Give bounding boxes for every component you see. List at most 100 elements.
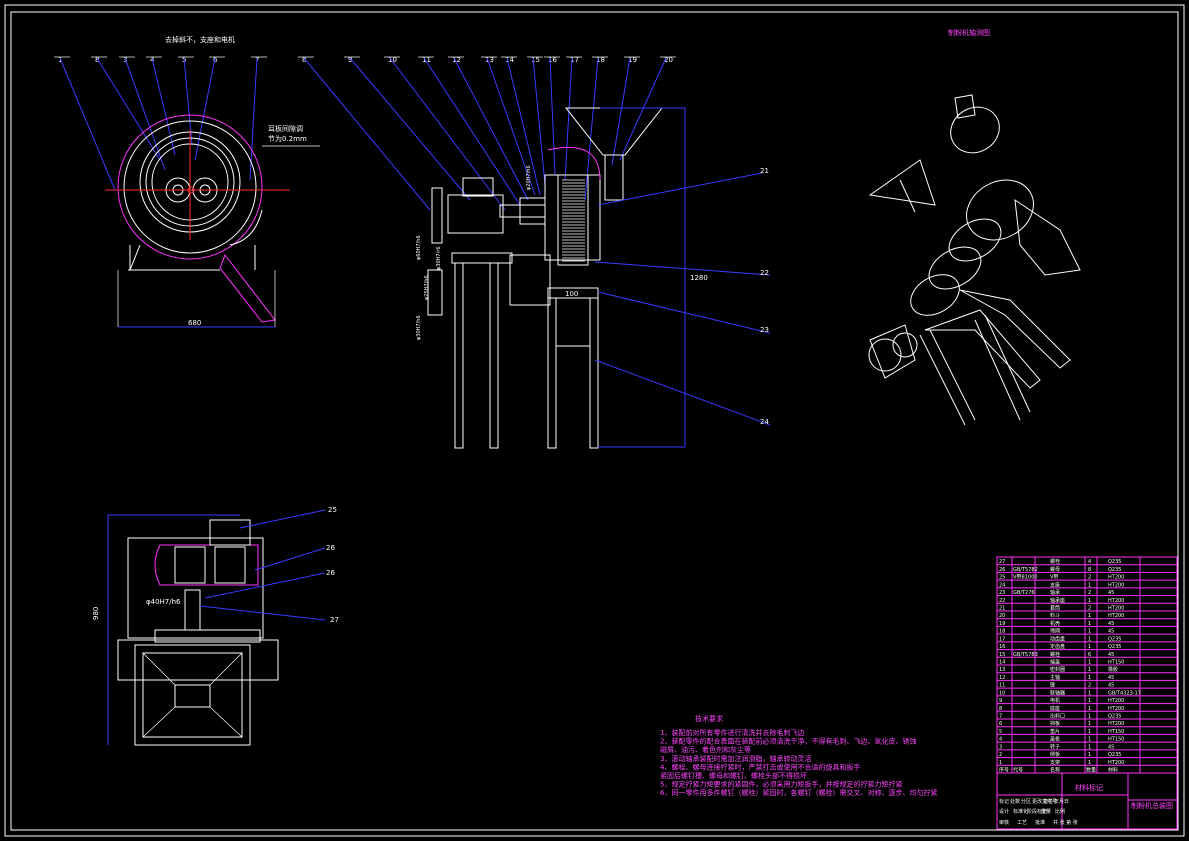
bom-cell: 橡胶 xyxy=(1108,666,1118,673)
bom-cell: 螺栓 xyxy=(1050,651,1060,658)
drawing-name: 制粉机总装图 xyxy=(1131,801,1173,810)
bom-cell: 底座 xyxy=(1050,705,1060,712)
bom-cell: 1 xyxy=(1088,706,1091,712)
bom-cell: GB/T4323-17 xyxy=(1108,690,1141,696)
tech-req-line: 紧固后螺钉槽、螺母和螺钉、螺栓头部不得损坏 xyxy=(660,771,807,780)
fit-side-3: φ30H7/r6 xyxy=(436,246,442,270)
bom-cell: HT200 xyxy=(1108,760,1124,766)
part-number-label: 8 xyxy=(302,56,306,64)
fit-plan: φ40H7/h6 xyxy=(146,598,181,606)
bom-cell: 12 xyxy=(999,675,1005,681)
bom-cell: 2 xyxy=(1088,683,1091,689)
bom-cell: 料斗 xyxy=(1050,612,1060,619)
bom-cell: 20 xyxy=(999,613,1005,619)
leader-lines xyxy=(54,56,676,211)
front-view: 680 耳板间隙调 节为0.2mm xyxy=(105,114,320,328)
bom-cell: Q235 xyxy=(1108,636,1121,642)
bom-header-cell: 序号 xyxy=(999,767,1009,774)
part-number-label: 20 xyxy=(664,56,673,64)
bom-cell: V带B1000 xyxy=(1013,575,1038,581)
part-number-label: 14 xyxy=(505,56,514,64)
technical-requirements: 技术要求 1、装配前对所有零件进行清洗并去除毛刺飞边2、装配零件的配合表面在装配… xyxy=(660,714,937,797)
bom-cell: 8 xyxy=(999,706,1002,712)
bom-cell: 轴承 xyxy=(1050,589,1060,596)
bom-cell: GB/T276 xyxy=(1013,590,1035,596)
bom-cell: 7 xyxy=(999,714,1002,720)
fit-side-1: φ30H7/h6 xyxy=(416,315,422,340)
bom-header-cell: 数量 xyxy=(1086,767,1096,774)
bom-cell: 1 xyxy=(1088,667,1091,673)
fit-side-5: φ20H7/h6 xyxy=(526,165,532,190)
bom-cell: 8 xyxy=(1088,567,1091,573)
bom-cell: 动齿盘 xyxy=(1050,635,1065,642)
bom-cell: 1 xyxy=(999,760,1002,766)
bom-cell: 1 xyxy=(1088,698,1091,704)
bom-cell: 1 xyxy=(1088,714,1091,720)
bom-cell: 24 xyxy=(999,582,1005,588)
part-number-label: 15 xyxy=(531,56,540,64)
bom-header-cell: 代号 xyxy=(1013,767,1023,774)
bom-cell: 1 xyxy=(1088,737,1091,743)
dim-side-height: 1280 xyxy=(690,274,708,282)
bom-cell: 机壳 xyxy=(1050,620,1060,627)
bom-cell: 1 xyxy=(1088,636,1091,642)
bom-cell: HT200 xyxy=(1108,706,1124,712)
bom-cell: Q235 xyxy=(1108,752,1121,758)
part-number-label: 10 xyxy=(388,56,397,64)
material-mark: 材料标记 xyxy=(1075,783,1103,792)
bom-cell: 轴承座 xyxy=(1050,597,1065,604)
part-23: 23 xyxy=(760,326,769,334)
bom-cell: 侧板 xyxy=(1050,751,1060,758)
bom-cell: 26 xyxy=(999,567,1005,573)
title-row-cell: 设计 xyxy=(999,808,1009,815)
bom-cell: 密封圈 xyxy=(1050,666,1065,673)
bom-cell: 1 xyxy=(1088,744,1091,750)
side-view: 1280 100 φ30H7/h6 φ25H7/h6 φ30H7/r6 φ60H… xyxy=(416,107,708,449)
part-number-label: 11 xyxy=(422,56,431,64)
bom-cell: 1 xyxy=(1088,582,1091,588)
bom-cell: HT200 xyxy=(1108,575,1124,581)
title-header-cell: 年月日 xyxy=(1054,798,1069,805)
bom-cell: 电机 xyxy=(1050,697,1060,704)
bom-cell: HT200 xyxy=(1108,606,1124,612)
part-25: 25 xyxy=(328,506,337,514)
bom-cell: 6 xyxy=(1088,652,1091,658)
isometric-view xyxy=(868,94,1081,426)
bom-cell: 端盖 xyxy=(1050,659,1060,666)
title-header-cell: 分区 xyxy=(1021,798,1031,805)
part-27: 27 xyxy=(330,616,339,624)
bom-cell: 10 xyxy=(999,690,1005,696)
part-number-label: 12 xyxy=(452,56,461,64)
title-row-cell: 比例 xyxy=(1055,808,1065,815)
bom-cell: 16 xyxy=(999,644,1005,650)
inner-frame xyxy=(10,11,1179,831)
bom-header-cell: 材料 xyxy=(1108,767,1118,774)
title-header-cell: 标记 xyxy=(999,798,1009,805)
top-note: 去掉斜不，支座和电机 xyxy=(165,35,235,44)
plan-view: 980 φ40H7/h6 25 26 26 27 xyxy=(92,506,339,746)
bom-cell: 15 xyxy=(999,652,1005,658)
bom-cell: GB/T5783 xyxy=(1013,652,1038,658)
tech-req-line: 2、装配零件的配合表面在装配前必须清洗干净，不得有毛刺、飞边、氧化皮、锈蚀 xyxy=(660,737,916,746)
bom-cell: 45 xyxy=(1108,652,1114,658)
bom-cell: 45 xyxy=(1108,683,1114,689)
bom-cell: HT200 xyxy=(1108,721,1124,727)
bom-cell: 3 xyxy=(999,744,1002,750)
bom-cell: 盖板 xyxy=(1050,736,1060,743)
right-callouts: 21 22 23 24 xyxy=(594,167,771,426)
bom-cell: 13 xyxy=(999,667,1005,673)
title-row-cell: 阶段标记 xyxy=(1027,808,1047,815)
title-header-cell: 更改文件号 xyxy=(1032,798,1057,805)
part-number-label: 18 xyxy=(596,56,605,64)
bom-cell: 挡板 xyxy=(1050,720,1060,727)
tech-req-line: 1、装配前对所有零件进行清洗并去除毛刺飞边 xyxy=(660,728,804,737)
bom-cell: 联轴器 xyxy=(1050,689,1065,696)
bom-cell: Q235 xyxy=(1108,714,1121,720)
part-number-label: 8 xyxy=(95,56,99,64)
part-number-label: 16 xyxy=(548,56,557,64)
bom-cell: 1 xyxy=(1088,675,1091,681)
tech-req-title: 技术要求 xyxy=(695,714,723,723)
bom-cell: HT200 xyxy=(1108,598,1124,604)
